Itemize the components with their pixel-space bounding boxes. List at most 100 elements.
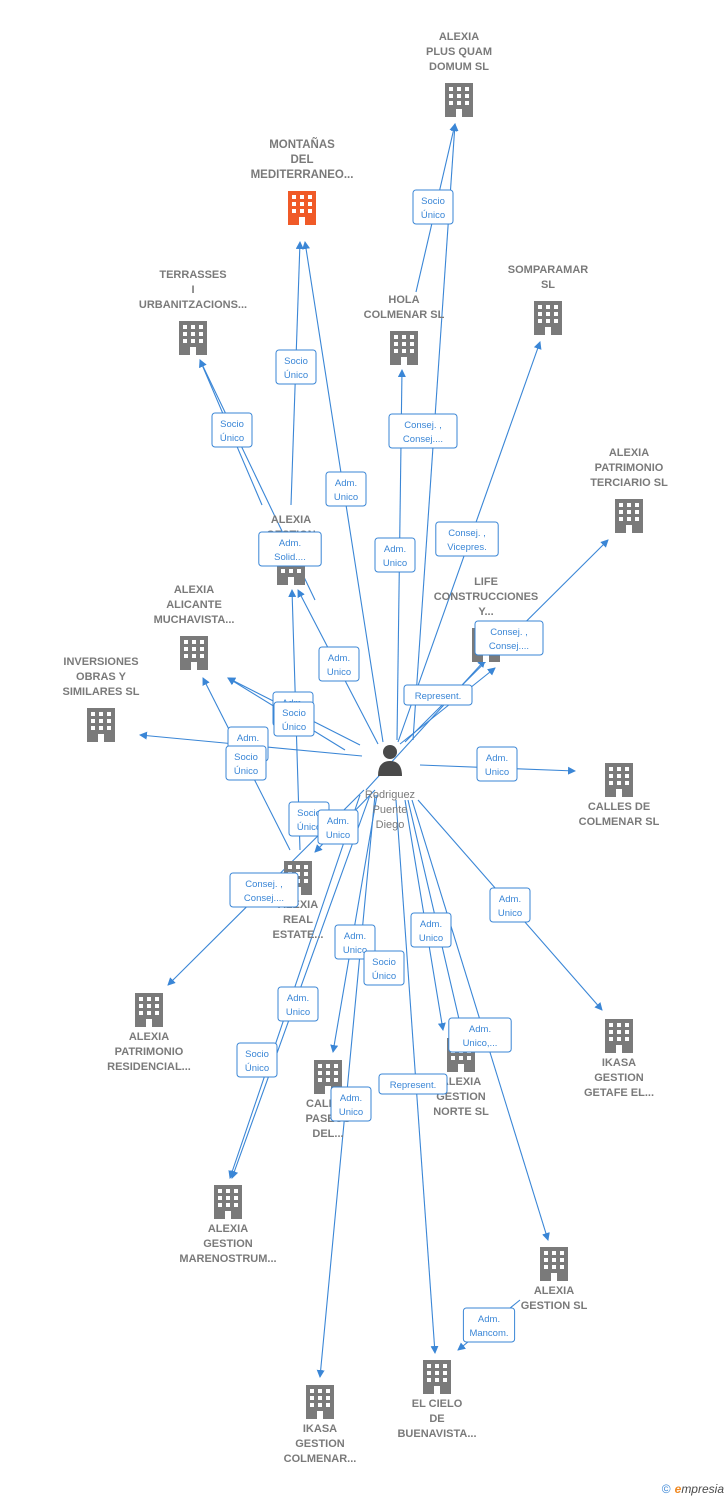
company-label[interactable]: GESTION SL bbox=[521, 1300, 588, 1312]
building-icon[interactable] bbox=[87, 708, 115, 742]
person-icon[interactable] bbox=[383, 745, 397, 759]
building-icon[interactable] bbox=[390, 331, 418, 365]
relation-label-text[interactable]: Vicepres. bbox=[447, 542, 486, 553]
company-label[interactable]: INVERSIONES bbox=[63, 656, 138, 668]
relation-label-box[interactable] bbox=[211, 412, 253, 448]
building-icon[interactable] bbox=[179, 321, 207, 355]
company-label[interactable]: Y... bbox=[478, 606, 493, 618]
relation-label[interactable]: Adm. Unico bbox=[489, 887, 531, 923]
relation-label-text[interactable]: Unico bbox=[334, 492, 358, 503]
relation-label-text[interactable]: Unico bbox=[498, 908, 522, 919]
relation-label-box[interactable] bbox=[258, 531, 322, 567]
building-icon[interactable] bbox=[615, 499, 643, 533]
relation-label[interactable]: Adm.Solid.... bbox=[258, 531, 322, 567]
company-label[interactable]: ALEXIA bbox=[441, 1076, 481, 1088]
relation-label-text[interactable]: Adm. bbox=[384, 544, 406, 555]
relation-label[interactable]: Adm.Unico bbox=[334, 924, 376, 960]
relation-label-box[interactable] bbox=[225, 745, 267, 781]
relation-label-box[interactable] bbox=[476, 746, 518, 782]
person-name[interactable]: Puente bbox=[373, 804, 408, 816]
relation-label-text[interactable]: Represent. bbox=[390, 1080, 436, 1091]
company-label[interactable]: ALICANTE bbox=[166, 599, 222, 611]
person-name[interactable]: Rodriguez bbox=[365, 789, 415, 801]
relation-label-text[interactable]: Unico bbox=[343, 945, 367, 956]
relation-label-box[interactable] bbox=[489, 887, 531, 923]
company-label[interactable]: IKASA bbox=[303, 1423, 337, 1435]
relation-label-box[interactable] bbox=[435, 521, 499, 557]
relation-label-box[interactable] bbox=[277, 986, 319, 1022]
relation-label-text[interactable]: Único bbox=[245, 1063, 269, 1074]
relation-label-box[interactable] bbox=[378, 1073, 448, 1095]
relation-label-text[interactable]: Consej. , bbox=[490, 627, 528, 638]
relation-label-text[interactable]: Socio bbox=[372, 957, 396, 968]
company-label[interactable]: DEL bbox=[291, 154, 314, 166]
company-node-montanas[interactable]: MONTAÑASDELMEDITERRANEO... bbox=[251, 138, 354, 225]
relation-label-text[interactable]: Socio bbox=[234, 752, 258, 763]
relation-label-text[interactable]: Único bbox=[282, 722, 306, 733]
relation-label-box[interactable] bbox=[410, 912, 452, 948]
relation-label-box[interactable] bbox=[363, 950, 405, 986]
relation-label-text[interactable]: Adm. bbox=[499, 894, 521, 905]
relation-label[interactable]: Adm.Unico bbox=[410, 912, 452, 948]
company-label[interactable]: TERRASSES bbox=[159, 269, 226, 281]
relation-label-text[interactable]: Solid.... bbox=[274, 552, 306, 563]
company-label[interactable]: ALEXIA bbox=[439, 31, 479, 43]
relation-label[interactable]: Adm.Unico bbox=[330, 1086, 372, 1122]
building-icon[interactable] bbox=[135, 993, 163, 1027]
relation-label-box[interactable] bbox=[330, 1086, 372, 1122]
company-label[interactable]: ALEXIA bbox=[174, 584, 214, 596]
relation-label-text[interactable]: Adm. bbox=[237, 733, 259, 744]
company-label[interactable]: NORTE SL bbox=[433, 1106, 489, 1118]
company-node-somparamar[interactable]: SOMPARAMAR SL bbox=[508, 264, 589, 335]
company-label[interactable]: MONTAÑAS bbox=[269, 138, 335, 151]
company-label[interactable]: GETAFE EL... bbox=[584, 1087, 654, 1099]
relation-label-text[interactable]: Socio bbox=[421, 196, 445, 207]
building-icon[interactable] bbox=[180, 636, 208, 670]
relation-label-box[interactable] bbox=[462, 1307, 516, 1343]
relation-label-text[interactable]: Socio bbox=[282, 708, 306, 719]
relation-label-text[interactable]: Socio bbox=[284, 356, 308, 367]
relation-label-text[interactable]: Único bbox=[297, 822, 321, 833]
relation-label-box[interactable] bbox=[412, 189, 454, 225]
relation-label-text[interactable]: Represent. bbox=[415, 691, 461, 702]
company-label[interactable]: GESTION bbox=[436, 1091, 486, 1103]
relation-label-text[interactable]: Mancom. bbox=[469, 1328, 508, 1339]
relation-label-box[interactable] bbox=[374, 537, 416, 573]
company-label[interactable]: DEL... bbox=[312, 1128, 343, 1140]
relation-label[interactable]: Adm.Unico,... bbox=[448, 1017, 512, 1053]
relation-label[interactable]: Adm.Unico bbox=[325, 471, 367, 507]
relation-label-text[interactable]: Adm. bbox=[478, 1314, 500, 1325]
company-label[interactable]: ALEXIA bbox=[271, 514, 311, 526]
company-label[interactable]: GESTION bbox=[594, 1072, 644, 1084]
company-label[interactable]: SL bbox=[541, 279, 555, 291]
relation-label-text[interactable]: Consej. , bbox=[404, 420, 442, 431]
relation-label[interactable]: Represent. bbox=[403, 684, 473, 706]
relation-label[interactable]: Consej. ,Consej.... bbox=[388, 413, 458, 449]
relation-label-text[interactable]: Adm. bbox=[420, 919, 442, 930]
relation-label-text[interactable]: Adm. bbox=[327, 816, 349, 827]
relation-label-text[interactable]: Socio bbox=[245, 1049, 269, 1060]
relation-label-text[interactable]: Adm. bbox=[340, 1093, 362, 1104]
company-label[interactable]: SOMPARAMAR bbox=[508, 264, 589, 276]
company-label[interactable]: TERCIARIO SL bbox=[590, 477, 668, 489]
relation-label-box[interactable] bbox=[236, 1042, 278, 1078]
relation-label[interactable]: Adm.Unico bbox=[317, 809, 359, 845]
relation-label-text[interactable]: Adm. bbox=[287, 993, 309, 1004]
company-label[interactable]: ALEXIA bbox=[609, 447, 649, 459]
company-label[interactable]: MUCHAVISTA... bbox=[154, 614, 235, 626]
person-name[interactable]: Diego bbox=[376, 819, 405, 831]
relation-label[interactable]: Adm.Unico bbox=[277, 986, 319, 1022]
company-label[interactable]: PATRIMONIO bbox=[115, 1046, 184, 1058]
building-icon[interactable] bbox=[605, 763, 633, 797]
building-icon[interactable] bbox=[445, 83, 473, 117]
company-label[interactable]: MARENOSTRUM... bbox=[179, 1253, 276, 1265]
relation-label-box[interactable] bbox=[334, 924, 376, 960]
relation-label[interactable]: Adm.Unico bbox=[374, 537, 416, 573]
relation-label-text[interactable]: Unico bbox=[485, 767, 509, 778]
